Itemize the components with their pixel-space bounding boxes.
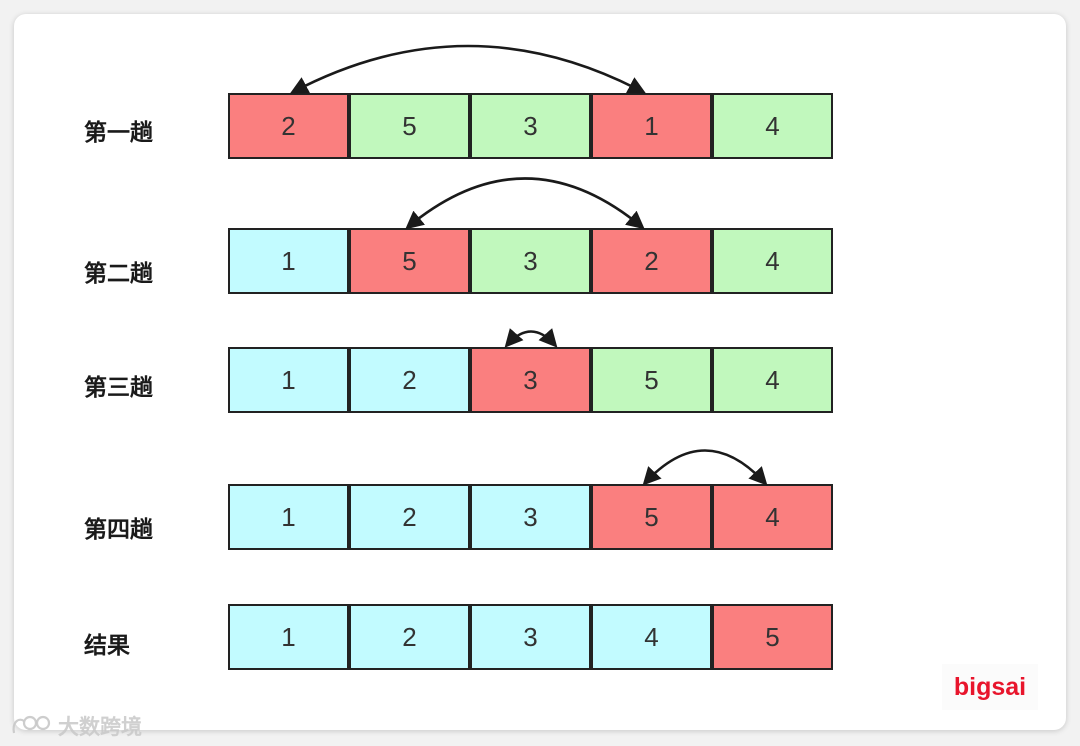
swap-arrow-pass-4 — [642, 449, 768, 486]
watermark: 大数跨境 — [10, 711, 142, 741]
array-row-pass-2: 1 5 3 2 4 — [228, 228, 835, 294]
pass-label-result: 结果 — [84, 633, 130, 659]
array-cell: 2 — [591, 228, 712, 294]
array-cell: 4 — [712, 484, 833, 550]
array-cell: 4 — [712, 93, 833, 159]
watermark-text: 大数跨境 — [58, 715, 142, 739]
array-cell: 1 — [591, 93, 712, 159]
brand-logo: bigsai — [942, 664, 1038, 710]
array-cell: 4 — [712, 347, 833, 413]
array-cell: 5 — [349, 228, 470, 294]
swap-arrow-pass-1 — [289, 44, 647, 94]
array-cell: 2 — [349, 484, 470, 550]
array-cell: 3 — [470, 93, 591, 159]
array-cell: 4 — [591, 604, 712, 670]
array-cell: 2 — [349, 347, 470, 413]
array-cell: 2 — [228, 93, 349, 159]
array-cell: 1 — [228, 228, 349, 294]
swap-arrow-pass-3 — [504, 328, 558, 348]
array-cell: 5 — [712, 604, 833, 670]
array-cell: 2 — [349, 604, 470, 670]
array-cell: 1 — [228, 604, 349, 670]
array-cell: 3 — [470, 484, 591, 550]
array-row-pass-1: 2 5 3 1 4 — [228, 93, 835, 159]
swap-arrow-pass-2 — [405, 177, 645, 230]
watermark-icon — [12, 715, 51, 734]
pass-label-4: 第四趟 — [84, 517, 153, 543]
array-row-result: 1 2 3 4 5 — [228, 604, 835, 670]
pass-label-2: 第二趟 — [84, 261, 153, 287]
array-cell: 3 — [470, 347, 591, 413]
array-cell: 5 — [349, 93, 470, 159]
pass-label-3: 第三趟 — [84, 375, 153, 401]
array-cell: 5 — [591, 347, 712, 413]
array-cell: 3 — [470, 604, 591, 670]
array-cell: 1 — [228, 484, 349, 550]
pass-label-1: 第一趟 — [84, 120, 153, 146]
array-row-pass-3: 1 2 3 5 4 — [228, 347, 835, 413]
array-cell: 1 — [228, 347, 349, 413]
array-row-pass-4: 1 2 3 5 4 — [228, 484, 835, 550]
array-cell: 4 — [712, 228, 833, 294]
